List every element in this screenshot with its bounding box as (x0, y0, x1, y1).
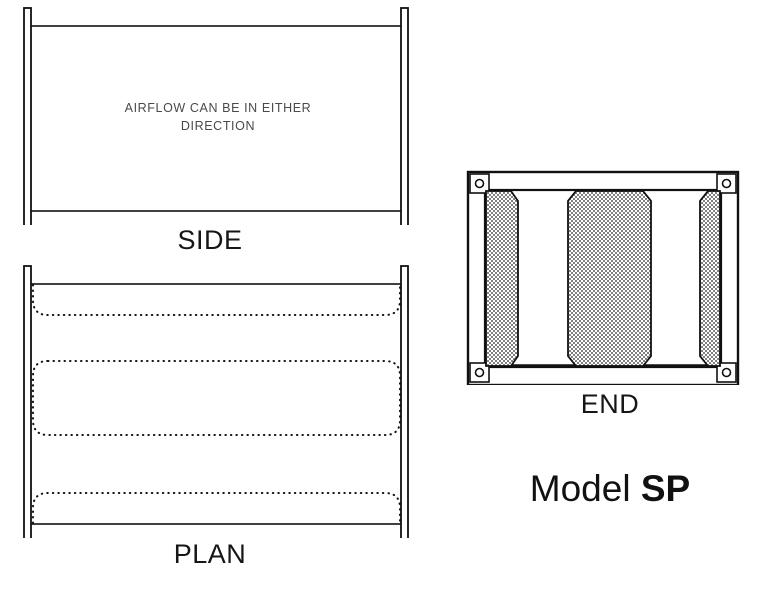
plan-hidden-blade-middle (32, 360, 401, 436)
view-label-end: END (580, 389, 640, 419)
end-bolt-hole-bl (474, 367, 485, 378)
end-bolt-pad-bottom-right (716, 362, 737, 383)
airflow-note-line-1: AIRFLOW CAN BE IN EITHER (125, 101, 312, 115)
end-bolt-pad-top-left (469, 173, 490, 194)
end-blade-panel-left (485, 190, 519, 367)
end-blade-panel-center (567, 190, 652, 367)
plan-left-flange (23, 265, 32, 538)
plan-body-outline (28, 283, 405, 525)
end-view-drawing (466, 170, 740, 385)
plan-right-flange (400, 265, 409, 538)
side-right-flange (400, 7, 409, 225)
plan-hidden-blade-top (32, 284, 401, 316)
model-prefix-text: Model (529, 468, 641, 509)
airflow-note-line-2: DIRECTION (181, 119, 255, 133)
side-left-flange (23, 7, 32, 225)
view-label-plan: PLAN (173, 539, 247, 569)
plan-hidden-blade-bottom (32, 492, 401, 524)
end-bolt-pad-top-right (716, 173, 737, 194)
view-label-side: SIDE (177, 225, 243, 255)
side-view-drawing: AIRFLOW CAN BE IN EITHER DIRECTION (23, 7, 409, 225)
end-blade-panel-right (699, 190, 721, 367)
model-designation: Model SP (460, 468, 760, 510)
end-bolt-pad-bottom-left (469, 362, 490, 383)
end-bolt-hole-tr (721, 178, 732, 189)
side-body-outline (28, 25, 405, 212)
end-bolt-hole-tl (474, 178, 485, 189)
end-bolt-hole-br (721, 367, 732, 378)
model-code-text: SP (640, 468, 691, 509)
plan-view-drawing (23, 265, 409, 538)
